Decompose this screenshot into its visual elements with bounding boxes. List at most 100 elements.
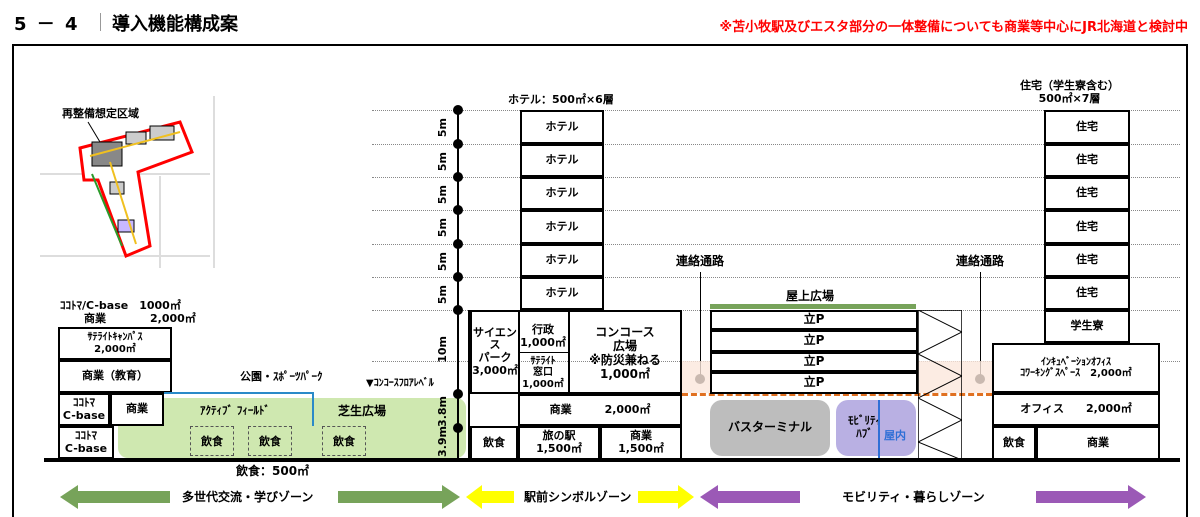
west-commerce: 商業 <box>110 393 164 426</box>
height-label: 3.8m <box>436 396 449 427</box>
page-title: 導入機能構成案 <box>112 14 238 35</box>
innovation-office: ｲﾝｷｭﾍﾞｰｼｮﾝｵﾌｨｽ ｺﾜｰｷﾝｸﾞｽﾍﾟｰｽ 2,000㎡ <box>992 343 1160 393</box>
rooftop-green <box>710 304 916 309</box>
hotel-floor: ホテル <box>520 110 604 144</box>
admin-divider <box>518 352 568 353</box>
height-marker <box>453 389 463 399</box>
height-label: 5m <box>436 152 449 172</box>
mobility-hub: ﾓﾋﾞﾘﾃｨ ﾊﾌﾞ <box>836 400 916 456</box>
rooftop-plaza: 屋上広場 <box>786 289 835 303</box>
cocotoma-cbase-lower: ｺｺﾄﾏ C-base <box>58 426 114 459</box>
park-sports-label: 公園・ｽﾎﾟｰﾂﾊﾟｰｸ <box>240 370 323 383</box>
hotel-label: ホテル：500㎡×6層 <box>508 93 614 106</box>
commerce-2f: 商業 2,000㎡ <box>518 394 682 426</box>
admin-office: 行政 1,000㎡ <box>520 323 566 349</box>
zone-arrow-east <box>700 485 1146 509</box>
parking-level: 立P <box>710 352 918 372</box>
science-left-frame <box>468 310 470 460</box>
residence-label: 住宅（学生寮含む） 500㎡×7層 <box>1020 79 1119 105</box>
travel-station: 旅の駅 1,500㎡ <box>518 426 600 460</box>
height-label: 5m <box>436 185 449 205</box>
concourse-floor-level: ▼ｺﾝｺｰｽﾌﾛｱﾚﾍﾞﾙ <box>366 378 434 389</box>
indoor-label: 屋内 <box>884 429 906 442</box>
height-marker <box>453 172 463 182</box>
residence-floor: 住宅 <box>1044 144 1130 177</box>
dining-spot: 飲食 <box>248 426 292 456</box>
section-number: 5 － 4 <box>14 14 80 35</box>
map-sketch <box>40 96 215 268</box>
ground-line <box>44 458 1180 462</box>
link-corridor-left: 連絡通路 <box>676 254 725 268</box>
height-label: 10m <box>436 336 449 363</box>
dining-total: 飲食：500㎡ <box>236 464 310 478</box>
height-marker <box>453 105 463 115</box>
park-path-line-v <box>312 392 314 426</box>
height-marker <box>453 423 463 433</box>
dining-spot: 飲食 <box>322 426 366 456</box>
residence-floor: 住宅 <box>1044 277 1130 310</box>
commerce-education: 商業（教育） <box>58 360 172 393</box>
height-marker <box>453 305 463 315</box>
cocotoma-cbase-upper: ｺｺﾄﾏ C-base <box>58 393 110 426</box>
link-leader-left <box>700 272 701 378</box>
hotel-floor: ホテル <box>520 210 604 244</box>
satellite-campus: ｻﾃﾗｲﾄｷｬﾝﾊﾟｽ 2,000㎡ <box>58 327 172 360</box>
residence-floor: 住宅 <box>1044 177 1130 210</box>
residence-floor: 住宅 <box>1044 110 1130 144</box>
residence-floor: 住宅 <box>1044 210 1130 244</box>
lawn-plaza: 芝生広場 <box>338 404 387 418</box>
podium-frame <box>518 310 682 394</box>
header-divider <box>100 13 101 31</box>
link-leader-right <box>980 272 981 378</box>
level-line <box>372 210 1180 211</box>
height-label: 5m <box>436 285 449 305</box>
dining-spot: 飲食 <box>190 426 234 456</box>
level-line <box>372 277 1180 278</box>
active-field: ｱｸﾃｨﾌﾞ ﾌｨｰﾙﾄﾞ <box>200 404 270 417</box>
concourse-plaza: コンコース 広場 ※防災兼ねる 1,000㎡ <box>589 325 661 381</box>
east-commerce: 商業 <box>1036 426 1160 460</box>
center-dining: 飲食 <box>470 426 518 460</box>
zone-center-label: 駅前シンボルゾーン <box>524 490 632 504</box>
hotel-floor: ホテル <box>520 177 604 210</box>
zone-arrow-west <box>60 485 460 509</box>
height-label: 5m <box>436 252 449 272</box>
height-scale-line <box>457 108 459 460</box>
parking-level: 立P <box>710 330 918 352</box>
level-line <box>372 177 1180 178</box>
level-line <box>372 144 1180 145</box>
parking-ramp <box>918 310 962 460</box>
podium-divider <box>568 310 570 394</box>
link-corridor-right: 連絡通路 <box>956 254 1005 268</box>
height-marker <box>453 272 463 282</box>
park-path-line <box>164 392 314 394</box>
level-line <box>372 110 1180 111</box>
height-marker <box>453 139 463 149</box>
diagram-frame <box>12 44 1188 517</box>
zone-east-label: モビリティ・暮らしゾーン <box>842 490 985 504</box>
west-note-line1: ｺｺﾄﾏ/C-base 1000㎡ <box>60 299 181 312</box>
hotel-floor: ホテル <box>520 277 604 310</box>
office-space: オフィス 2,000㎡ <box>992 393 1160 426</box>
satellite-window: ｻﾃﾗｲﾄ 窓口 1,000㎡ <box>522 355 564 390</box>
height-marker <box>453 239 463 249</box>
height-marker <box>453 205 463 215</box>
inset-map-label: 再整備想定区域 <box>62 107 139 120</box>
residence-floor: 住宅 <box>1044 244 1130 277</box>
hotel-floor: ホテル <box>520 244 604 277</box>
east-dining: 飲食 <box>992 426 1036 460</box>
height-label: 5m <box>436 218 449 238</box>
notice-text: ※苫小牧駅及びエスタ部分の一体整備についても商業等中心にJR北海道と検討中 <box>719 20 1188 35</box>
parking-level: 立P <box>710 310 918 330</box>
inset-map: 再整備想定区域 <box>40 96 216 268</box>
science-park: サイエンス パーク 3,000㎡ <box>470 310 520 394</box>
level-line <box>372 244 1180 245</box>
height-label: 5m <box>436 118 449 138</box>
west-note-line2: 商業 2,000㎡ <box>84 312 196 325</box>
hotel-floor: ホテル <box>520 144 604 177</box>
zone-arrow-center <box>466 485 694 509</box>
zone-west-label: 多世代交流・学びゾーン <box>182 490 314 504</box>
bus-terminal: バスターミナル <box>710 400 830 456</box>
bridge-line <box>682 393 992 396</box>
mobility-line <box>878 400 880 460</box>
